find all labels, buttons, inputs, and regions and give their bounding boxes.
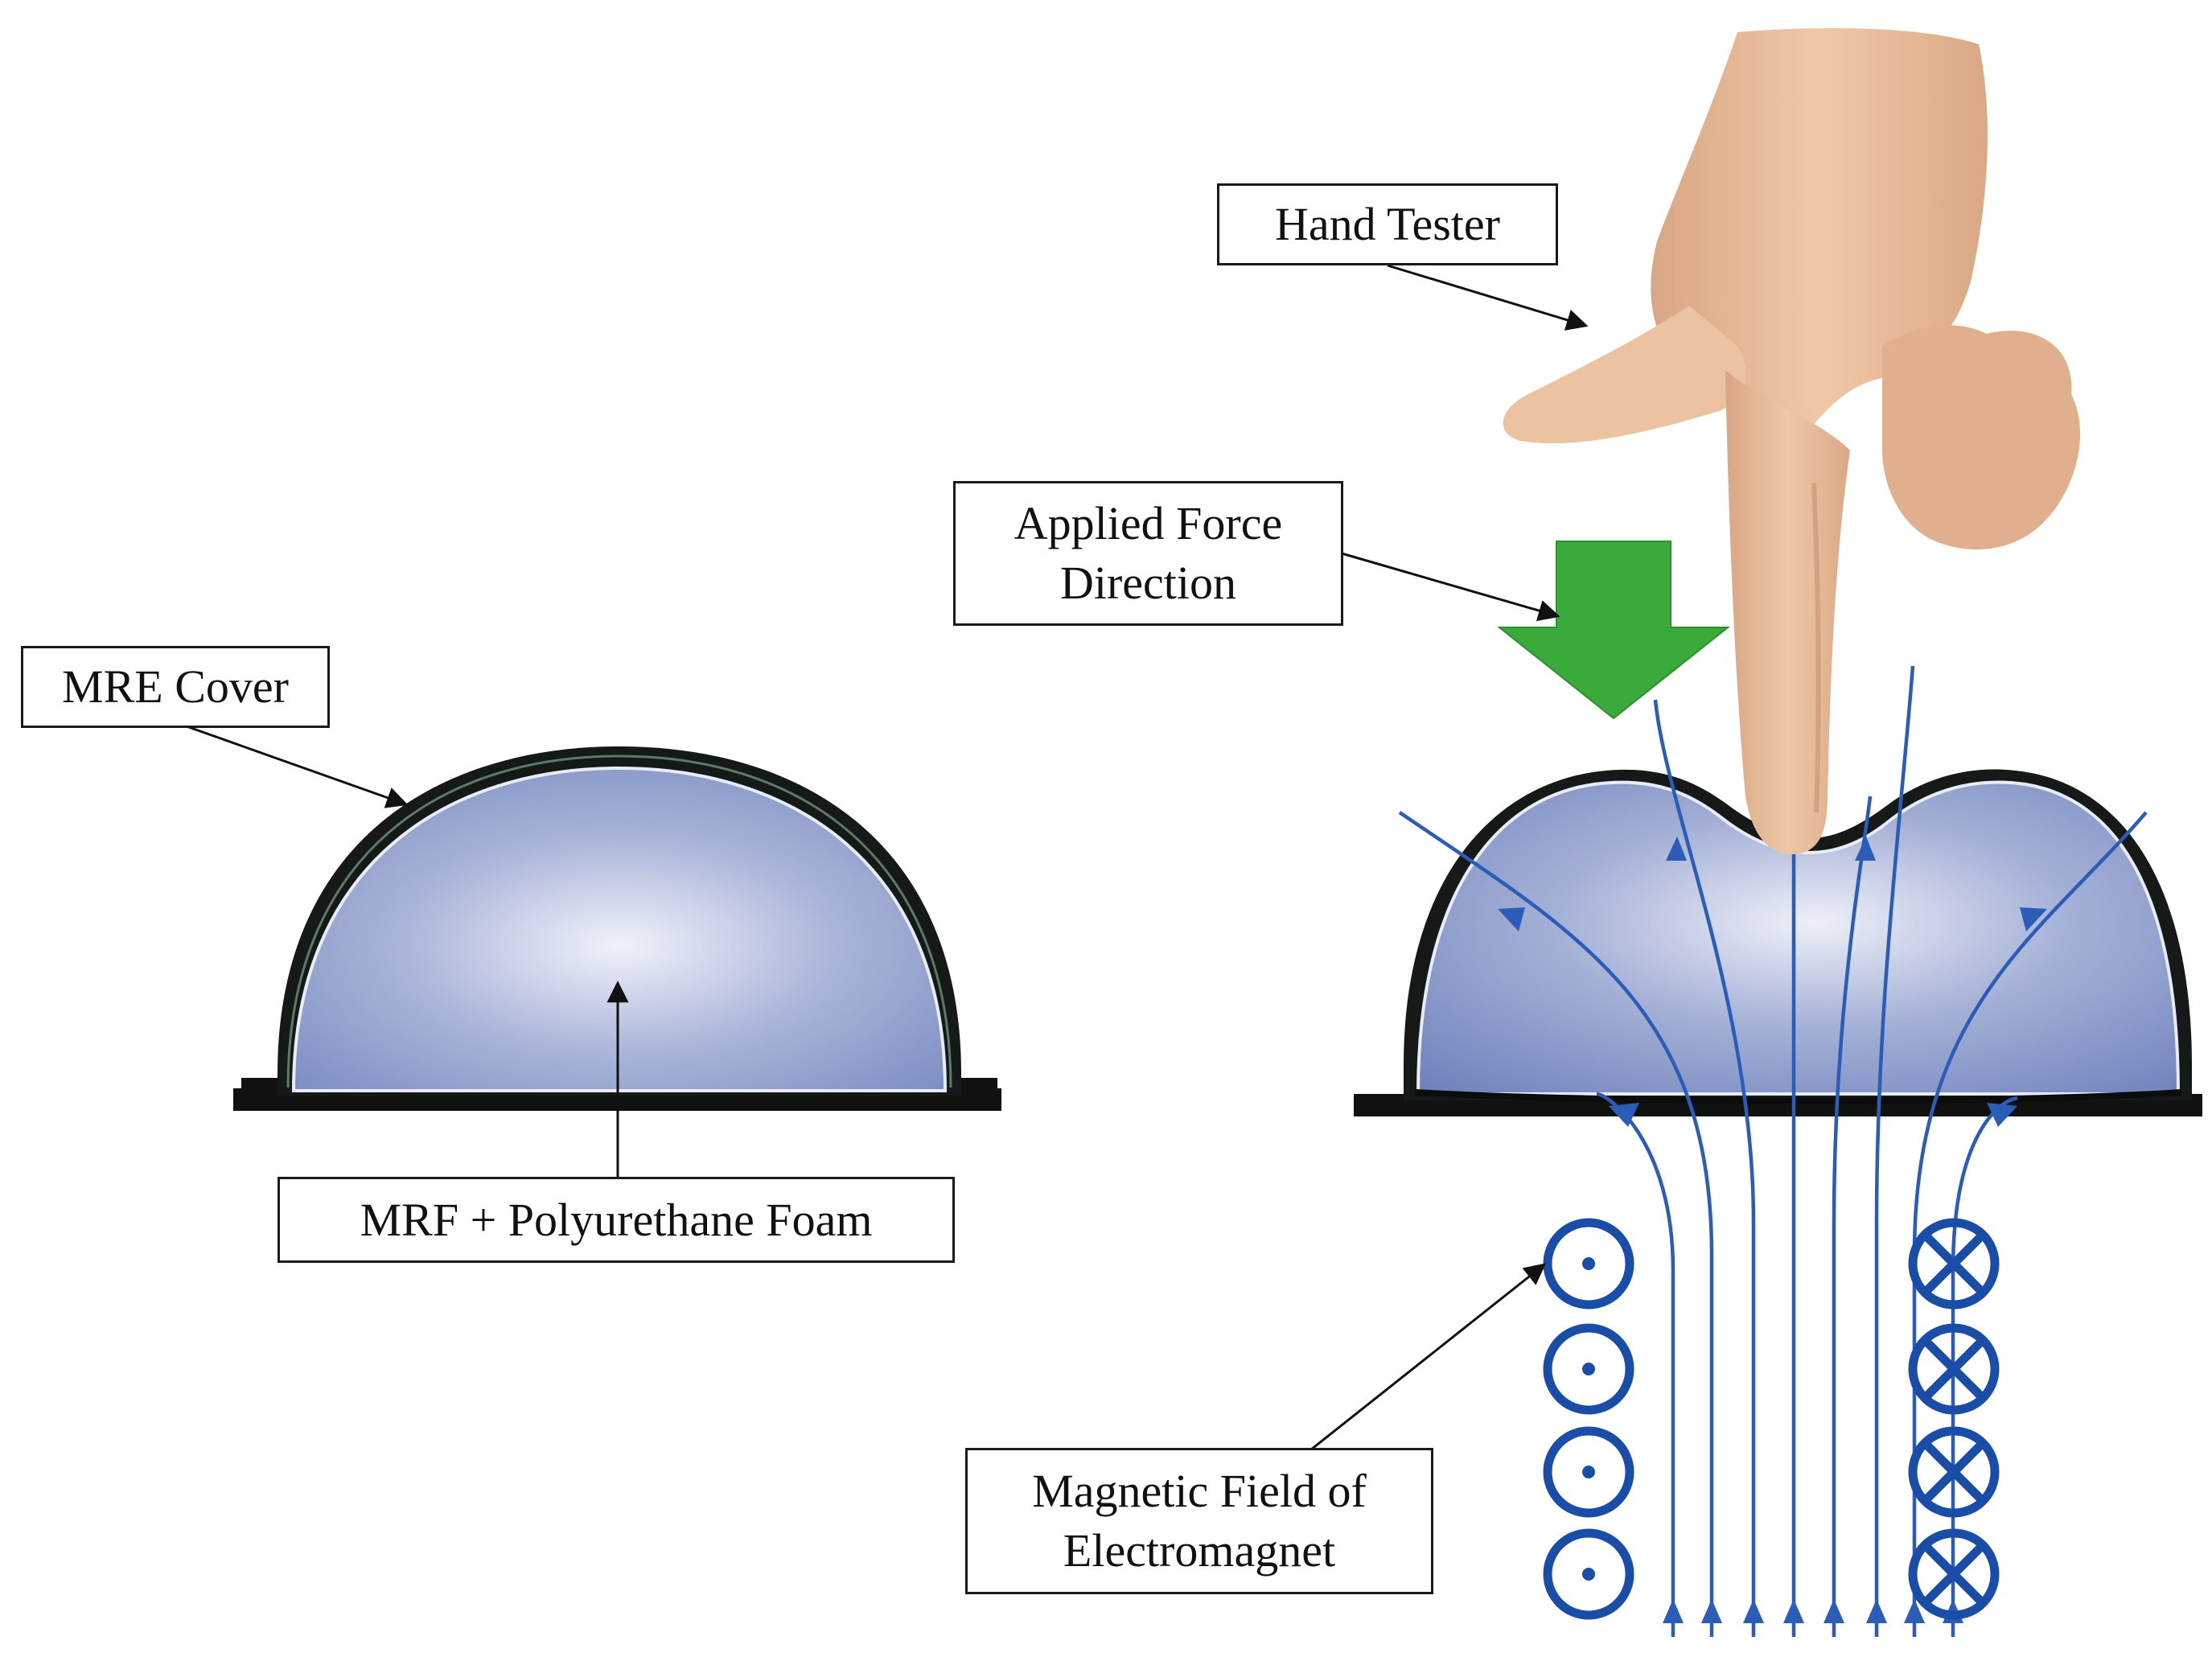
hand-index-shadow — [1811, 482, 1821, 813]
label-mre-cover-text: MRE Cover — [62, 660, 289, 713]
leader-mre-cover — [186, 725, 409, 808]
field-line-3 — [1653, 699, 1756, 1637]
field-line-1 — [1596, 1092, 1675, 1637]
field-arrow-bottom-3 — [1743, 1599, 1764, 1623]
current-out-dot-1 — [1582, 1257, 1595, 1270]
right-dome-assembly — [1354, 769, 2202, 1116]
coil-dot-turn-4 — [1543, 1528, 1634, 1620]
field-arrow-entry-left — [1609, 1103, 1639, 1127]
label-mre-cover: MRE Cover — [21, 646, 330, 728]
label-hand-tester: Hand Tester — [1217, 183, 1558, 265]
field-line-2 — [1398, 811, 1714, 1637]
field-line-8 — [1951, 1096, 2018, 1637]
field-arrow-bottom-6 — [1866, 1599, 1887, 1623]
coil-dot-turn-1 — [1543, 1218, 1634, 1310]
current-in-cross-1 — [1923, 1233, 1984, 1294]
label-magnetic-field-line2: Electromagnet — [1063, 1524, 1336, 1577]
label-hand-tester-text: Hand Tester — [1275, 198, 1500, 250]
coil-left-column — [1543, 1218, 1634, 1620]
coil-right-column — [1908, 1218, 2000, 1620]
coil-cross-turn-4 — [1908, 1528, 2000, 1620]
label-magnetic-field-line1: Magnetic Field of — [1032, 1465, 1367, 1517]
field-line-6 — [1874, 665, 1915, 1637]
field-arrow-dome-right — [2020, 907, 2047, 931]
left-mrf-foam — [291, 766, 948, 1092]
hand-knuckles — [1882, 325, 2081, 550]
coil-dot-turn-2 — [1543, 1323, 1634, 1415]
label-applied-force-line2: Direction — [1059, 557, 1237, 609]
current-out-dot-2 — [1582, 1363, 1595, 1375]
label-magnetic-field: Magnetic Field of Electromagnet — [965, 1448, 1433, 1594]
label-mrf-foam: MRF + Polyurethane Foam — [278, 1177, 955, 1263]
coil-cross-turn-2 — [1908, 1323, 2000, 1415]
current-out-dot-4 — [1582, 1568, 1595, 1581]
hand-tester-illustration — [1503, 28, 2081, 854]
leader-hand-tester — [1387, 264, 1589, 331]
applied-force-arrow — [1497, 541, 1730, 720]
field-arrow-dome-left — [1498, 907, 1525, 931]
coil-dot-turn-3 — [1543, 1426, 1634, 1518]
current-in-cross-3 — [1923, 1441, 1984, 1503]
field-line-7 — [1912, 811, 2148, 1637]
right-mrf-foam — [1416, 780, 2181, 1096]
leader-magnetic-field — [1310, 1263, 1547, 1451]
hand-thumb — [1503, 306, 1746, 444]
leader-lines — [186, 264, 1589, 1451]
hand-index-finger — [1725, 370, 1850, 854]
leader-applied-force — [1341, 552, 1560, 622]
field-arrow-bottom-2 — [1701, 1599, 1722, 1623]
right-base-lip — [1415, 1089, 2182, 1104]
coil-cross-turn-3 — [1908, 1426, 2000, 1518]
coil-left-dots — [1582, 1257, 1595, 1581]
field-arrow-bottom-1 — [1663, 1599, 1684, 1623]
label-mrf-foam-text: MRF + Polyurethane Foam — [360, 1193, 873, 1246]
label-applied-force: Applied Force Direction — [953, 481, 1343, 626]
field-arrow-entry-right — [1987, 1103, 2017, 1127]
field-arrow-dome-mid-left — [1666, 837, 1687, 861]
field-line-arrowheads — [1498, 837, 2047, 1623]
field-line-5 — [1832, 796, 1873, 1637]
field-arrow-bottom-5 — [1823, 1599, 1844, 1623]
current-in-cross-4 — [1923, 1544, 1984, 1605]
field-arrow-bottom-4 — [1783, 1599, 1804, 1623]
current-out-dot-3 — [1582, 1466, 1595, 1478]
left-mre-cover-rim — [286, 754, 952, 1088]
field-arrow-bottom-7 — [1904, 1599, 1925, 1623]
field-lines — [1398, 665, 2148, 1637]
left-dome-assembly — [233, 746, 1001, 1111]
current-in-cross-2 — [1923, 1338, 1984, 1400]
field-arrow-dome-mid-right — [1855, 837, 1876, 861]
label-applied-force-line1: Applied Force — [1013, 497, 1283, 549]
coil-cross-turn-1 — [1908, 1218, 2000, 1310]
